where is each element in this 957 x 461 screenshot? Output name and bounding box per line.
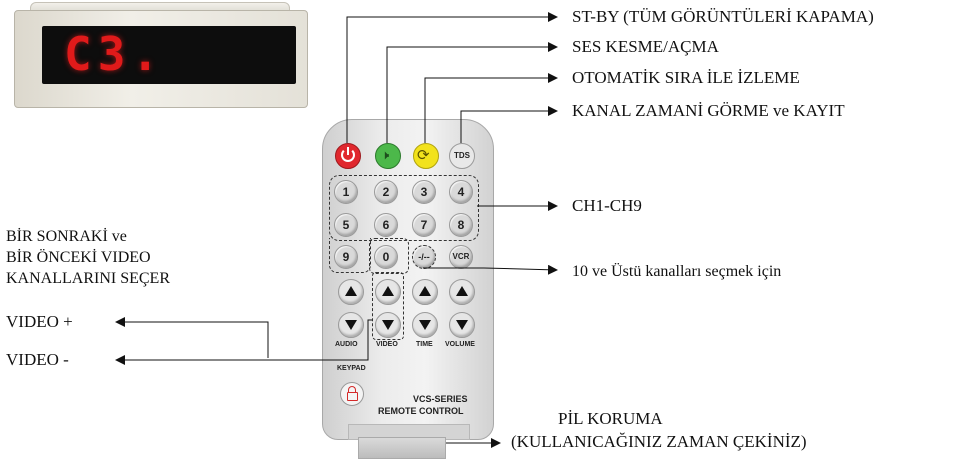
number-group-box-lower bbox=[329, 238, 371, 273]
label-video-plus: VIDEO + bbox=[6, 312, 73, 331]
label-video-minus: VIDEO - bbox=[6, 350, 69, 369]
display-digits: C3. bbox=[64, 27, 166, 81]
arrow-up-icon bbox=[456, 286, 468, 296]
arrow-down-icon bbox=[419, 320, 431, 330]
remote-control-label: REMOTE CONTROL bbox=[378, 406, 464, 416]
time-up-button[interactable] bbox=[412, 279, 438, 305]
display-unit: C3. bbox=[8, 2, 308, 108]
volume-down-button[interactable] bbox=[449, 312, 475, 338]
cycle-icon: ⟳ bbox=[417, 146, 430, 164]
label-auto-sequence: OTOMATİK SIRA İLE İZLEME bbox=[572, 68, 800, 87]
label-next-prev-line2: BİR ÖNCEKİ VIDEO bbox=[6, 249, 151, 266]
zero-group-box bbox=[369, 238, 409, 274]
label-mute: SES KESME/AÇMA bbox=[572, 37, 719, 56]
battery-tab-foot bbox=[358, 437, 446, 459]
leader-video-plus bbox=[115, 317, 269, 358]
label-next-prev-line1: BİR SONRAKİ ve bbox=[6, 228, 127, 245]
number-button-5[interactable]: 5 bbox=[334, 213, 358, 237]
time-down-button[interactable] bbox=[412, 312, 438, 338]
audio-label: AUDIO bbox=[335, 341, 358, 348]
number-button-0[interactable]: 0 bbox=[374, 245, 398, 269]
vcr-button[interactable]: VCR bbox=[449, 245, 473, 269]
audio-up-button[interactable] bbox=[338, 279, 364, 305]
video-down-button[interactable] bbox=[375, 312, 401, 338]
power-button[interactable] bbox=[335, 143, 361, 169]
auto-sequence-button[interactable]: ⟳ bbox=[413, 143, 439, 169]
arrow-up-icon bbox=[419, 286, 431, 296]
series-label: VCS-SERIES bbox=[413, 394, 468, 404]
video-label: VIDEO bbox=[376, 341, 398, 348]
power-icon-stem bbox=[347, 147, 349, 155]
number-button-7[interactable]: 7 bbox=[412, 213, 436, 237]
arrow-down-icon bbox=[345, 320, 357, 330]
volume-up-button[interactable] bbox=[449, 279, 475, 305]
audio-down-button[interactable] bbox=[338, 312, 364, 338]
display-screen: C3. bbox=[42, 26, 296, 84]
lock-shackle-icon bbox=[348, 386, 356, 393]
power-icon bbox=[341, 148, 355, 162]
arrow-up-icon bbox=[382, 286, 394, 296]
label-standby: ST-BY (TÜM GÖRÜNTÜLERİ KAPAMA) bbox=[572, 7, 874, 26]
mute-button[interactable]: 🕨 bbox=[375, 143, 401, 169]
label-next-prev-line3: KANALLARINI SEÇER bbox=[6, 270, 170, 287]
number-button-9[interactable]: 9 bbox=[334, 245, 358, 269]
label-battery-line2: (KULLANICAĞINIZ ZAMAN ÇEKİNİZ) bbox=[511, 432, 807, 451]
number-button-2[interactable]: 2 bbox=[374, 180, 398, 204]
tds-button[interactable]: TDS bbox=[449, 143, 475, 169]
keypad-label: KEYPAD bbox=[337, 365, 366, 372]
video-group-box bbox=[372, 272, 404, 340]
label-channel-time: KANAL ZAMANİ GÖRME ve KAYIT bbox=[572, 101, 845, 120]
number-button-3[interactable]: 3 bbox=[412, 180, 436, 204]
speaker-icon: 🕨 bbox=[381, 148, 390, 163]
arrow-down-icon bbox=[456, 320, 468, 330]
video-up-button[interactable] bbox=[375, 279, 401, 305]
lock-icon bbox=[347, 392, 358, 401]
number-button-8[interactable]: 8 bbox=[449, 213, 473, 237]
keypad-lock-button[interactable] bbox=[340, 382, 364, 406]
arrow-down-icon bbox=[382, 320, 394, 330]
label-battery-line1: PİL KORUMA bbox=[558, 409, 663, 428]
arrow-up-icon bbox=[345, 286, 357, 296]
number-button-6[interactable]: 6 bbox=[374, 213, 398, 237]
number-button-1[interactable]: 1 bbox=[334, 180, 358, 204]
label-ten-plus: 10 ve Üstü kanalları seçmek için bbox=[572, 263, 782, 280]
time-label: TIME bbox=[416, 341, 433, 348]
volume-label: VOLUME bbox=[445, 341, 475, 348]
label-ch-range: CH1-CH9 bbox=[572, 196, 642, 215]
dash-dash-button[interactable]: -/-- bbox=[412, 245, 436, 269]
number-button-4[interactable]: 4 bbox=[449, 180, 473, 204]
